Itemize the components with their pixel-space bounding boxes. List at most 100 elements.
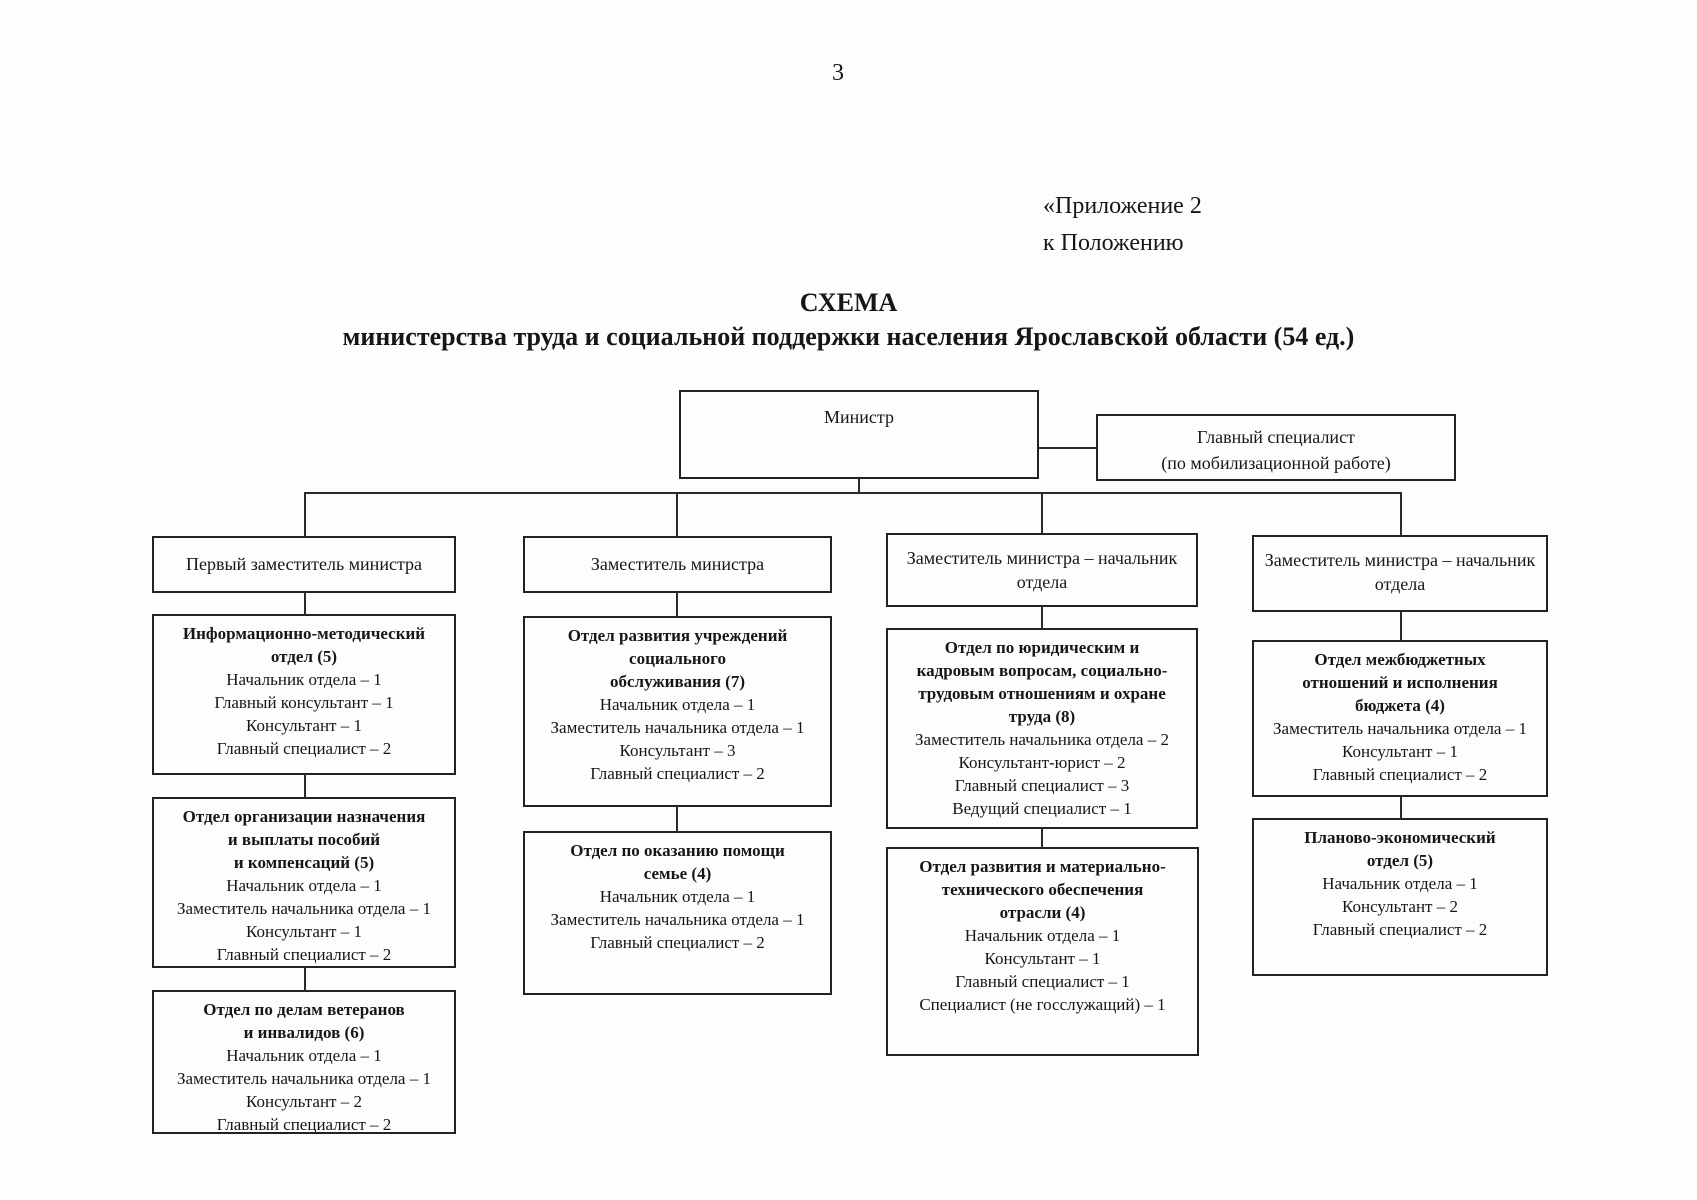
dept-staff-list: Начальник отдела – 1 Заместитель начальн…	[525, 693, 830, 785]
connector-col2-b	[676, 806, 678, 832]
org-box-dept-family-help: Отдел по оказанию помощи семье (4) Начал…	[523, 831, 832, 995]
dept-title-line: трудовым отношениям и охране	[918, 684, 1166, 703]
minister-label: Министр	[824, 407, 894, 427]
staff-line: Главный специалист – 2	[1312, 920, 1488, 939]
connector-col1-b	[304, 774, 306, 798]
connector-col1-a	[304, 592, 306, 615]
dept-staff-list: Заместитель начальника отдела – 1 Консул…	[1254, 717, 1546, 786]
staff-line: Консультант – 2	[1342, 897, 1458, 916]
deputy-label: Первый заместитель министра	[185, 554, 423, 574]
connector-col3-b	[1041, 828, 1043, 848]
dept-title-line: обслуживания (7)	[609, 672, 746, 691]
staff-line: Заместитель начальника отдела – 1	[1273, 719, 1527, 738]
staff-line: Главный специалист – 2	[216, 739, 392, 758]
dept-title-line: Отдел развития и материально-	[919, 857, 1166, 876]
dept-title-line: семье (4)	[643, 864, 712, 883]
staff-line: Заместитель начальника отдела – 1	[550, 718, 805, 737]
staff-line: Главный специалист – 2	[590, 933, 765, 952]
staff-line: Начальник отдела – 1	[1322, 874, 1478, 893]
dept-title-line: труда (8)	[1008, 707, 1076, 726]
staff-line: Консультант – 3	[619, 741, 736, 760]
dept-title: Отдел по делам ветеранов и инвалидов (6)	[154, 998, 454, 1044]
connector-col2-a	[676, 592, 678, 617]
org-box-dept-material-technical: Отдел развития и материально- техническо…	[886, 847, 1199, 1056]
dept-title-line: и компенсаций (5)	[233, 853, 375, 872]
connector-col4-a	[1400, 611, 1402, 641]
dept-title: Отдел организации назначения и выплаты п…	[154, 805, 454, 874]
dept-staff-list: Начальник отдела – 1 Консультант – 1 Гла…	[888, 924, 1197, 1016]
dept-title: Отдел межбюджетных отношений и исполнени…	[1254, 648, 1546, 717]
staff-line: Консультант-юрист – 2	[958, 753, 1126, 772]
connector-stub-col1	[304, 492, 306, 536]
staff-line: Консультант – 1	[1342, 742, 1458, 761]
org-box-first-deputy-minister: Первый заместитель министра	[152, 536, 456, 593]
connector-stub-col3	[1041, 492, 1043, 533]
org-box-dept-legal-hr: Отдел по юридическим и кадровым вопросам…	[886, 628, 1198, 829]
dept-title: Отдел развития учреждений социального об…	[525, 624, 830, 693]
dept-title-line: бюджета (4)	[1355, 696, 1445, 715]
connector-col4-b	[1400, 796, 1402, 819]
dept-title-line: отношений и исполнения	[1302, 673, 1498, 692]
staff-line: Главный специалист – 2	[216, 1115, 392, 1134]
chief-specialist-line-2: (по мобилизационной работе)	[1161, 453, 1391, 473]
staff-line: Консультант – 1	[246, 716, 362, 735]
dept-staff-list: Заместитель начальника отдела – 2 Консул…	[888, 728, 1196, 820]
dept-staff-list: Начальник отдела – 1 Консультант – 2 Гла…	[1254, 872, 1546, 941]
connector-col1-c	[304, 967, 306, 991]
deputy-label: Заместитель министра	[590, 554, 765, 574]
staff-line: Заместитель начальника отдела – 2	[915, 730, 1169, 749]
annex-line-1: «Приложение 2	[1043, 193, 1202, 219]
dept-title-line: Планово-экономический	[1304, 828, 1496, 847]
connector-minister-specialist	[1039, 447, 1096, 449]
org-box-dept-social-service: Отдел развития учреждений социального об…	[523, 616, 832, 807]
staff-line: Специалист (не госслужащий) – 1	[919, 995, 1166, 1014]
org-box-deputy-minister: Заместитель министра	[523, 536, 832, 593]
page-number: 3	[832, 60, 844, 86]
org-box-dept-info-method: Информационно-методический отдел (5) Нач…	[152, 614, 456, 775]
dept-title-line: Отдел по оказанию помощи	[570, 841, 785, 860]
dept-title-line: отдел (5)	[270, 647, 338, 666]
dept-title-line: отрасли (4)	[999, 903, 1086, 922]
staff-line: Главный специалист – 2	[216, 945, 392, 964]
org-box-minister: Министр	[679, 390, 1039, 479]
org-box-deputy-minister-head-1: Заместитель министра – начальник отдела	[886, 533, 1198, 607]
staff-line: Начальник отдела – 1	[599, 887, 756, 906]
dept-staff-list: Начальник отдела – 1 Главный консультант…	[154, 668, 454, 760]
deputy-label: Заместитель министра – начальник отдела	[1264, 550, 1536, 594]
connector-stub-col2	[676, 492, 678, 536]
dept-title-line: технического обеспечения	[941, 880, 1144, 899]
org-box-chief-specialist: Главный специалист (по мобилизационной р…	[1096, 414, 1456, 481]
dept-title-line: социального	[629, 649, 726, 668]
dept-title-line: Информационно-методический	[182, 624, 426, 643]
staff-line: Главный специалист – 2	[1312, 765, 1488, 784]
staff-line: Главный специалист – 1	[955, 972, 1130, 991]
annex-line-2: к Положению	[1043, 230, 1184, 256]
staff-line: Начальник отдела – 1	[226, 1046, 382, 1065]
dept-title-line: и выплаты пособий	[227, 830, 381, 849]
dept-title: Отдел развития и материально- техническо…	[888, 855, 1197, 924]
org-box-deputy-minister-head-2: Заместитель министра – начальник отдела	[1252, 535, 1548, 612]
dept-title-line: Отдел межбюджетных	[1314, 650, 1486, 669]
org-box-dept-interbudget: Отдел межбюджетных отношений и исполнени…	[1252, 640, 1548, 797]
schema-title: СХЕМА	[799, 288, 898, 317]
dept-title-line: Отдел развития учреждений	[567, 626, 788, 645]
staff-line: Заместитель начальника отдела – 1	[550, 910, 805, 929]
connector-minister-down	[858, 479, 860, 494]
org-box-dept-planning-economic: Планово-экономический отдел (5) Начальни…	[1252, 818, 1548, 976]
dept-staff-list: Начальник отдела – 1 Заместитель начальн…	[525, 885, 830, 954]
staff-line: Главный специалист – 3	[954, 776, 1130, 795]
staff-line: Начальник отдела – 1	[226, 670, 382, 689]
staff-line: Начальник отдела – 1	[226, 876, 382, 895]
staff-line: Главный специалист – 2	[590, 764, 765, 783]
deputy-label: Заместитель министра – начальник отдела	[906, 548, 1178, 592]
dept-title-line: и инвалидов (6)	[243, 1023, 365, 1042]
connector-col3-a	[1041, 606, 1043, 629]
dept-title-line: Отдел по делам ветеранов	[203, 1000, 405, 1019]
dept-staff-list: Начальник отдела – 1 Заместитель начальн…	[154, 1044, 454, 1136]
org-box-dept-veterans: Отдел по делам ветеранов и инвалидов (6)…	[152, 990, 456, 1134]
staff-line: Заместитель начальника отдела – 1	[177, 899, 431, 918]
dept-title: Планово-экономический отдел (5)	[1254, 826, 1546, 872]
dept-staff-list: Начальник отдела – 1 Заместитель начальн…	[154, 874, 454, 966]
schema-subtitle: министерства труда и социальной поддержк…	[342, 322, 1355, 351]
